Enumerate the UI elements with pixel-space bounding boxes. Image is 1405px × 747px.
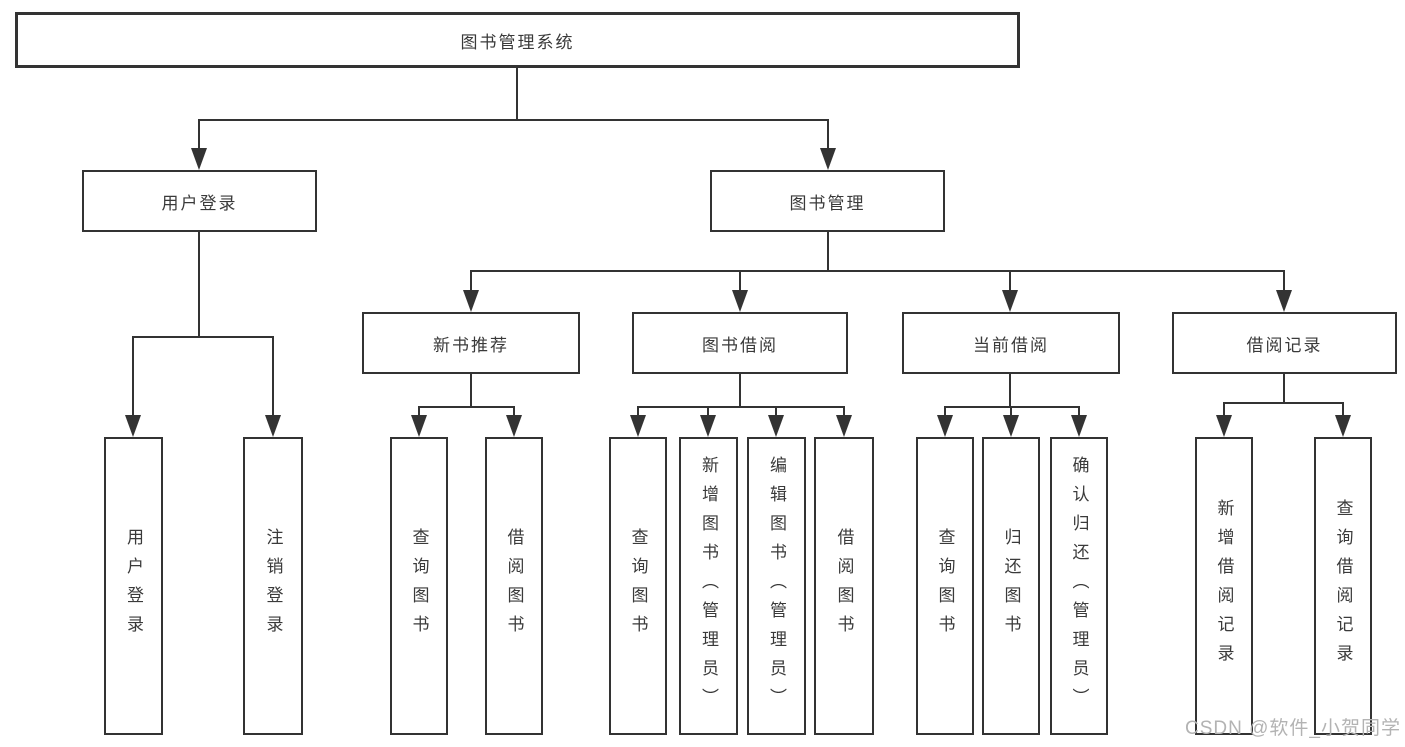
node-label: 查询图书 — [409, 528, 429, 644]
arrow-down-icon — [411, 415, 427, 437]
node-label: 用户登录 — [124, 528, 143, 644]
leaf-logout: 注销登录 — [243, 437, 303, 735]
connector-line — [470, 270, 1284, 272]
leaf-query-books-recommendation: 查询图书 — [390, 437, 448, 735]
node-label: 用户登录 — [161, 193, 238, 213]
leaf-add-books-admin: 新增图书（管理员） — [679, 437, 738, 735]
connector-line — [272, 336, 274, 418]
connector-line — [470, 374, 472, 407]
node-borrowing-records: 借阅记录 — [1172, 312, 1397, 374]
connector-line — [198, 119, 828, 121]
connector-line — [1223, 402, 1344, 404]
arrow-down-icon — [191, 148, 207, 170]
leaf-borrow-books-recommendation: 借阅图书 — [485, 437, 543, 735]
node-label: 图书管理系统 — [460, 32, 575, 52]
node-label: 归还图书 — [1001, 528, 1021, 644]
leaf-query-borrow-record: 查询借阅记录 — [1314, 437, 1372, 735]
connector-line — [1283, 374, 1285, 404]
connector-line — [944, 406, 1080, 408]
arrow-down-icon — [836, 415, 852, 437]
leaf-user-login: 用户登录 — [104, 437, 163, 735]
connector-line — [132, 336, 273, 338]
leaf-query-books-borrowing: 查询图书 — [609, 437, 667, 735]
arrow-down-icon — [768, 415, 784, 437]
arrow-down-icon — [1335, 415, 1351, 437]
leaf-borrow-books: 借阅图书 — [814, 437, 874, 735]
node-label: 编辑图书（管理员） — [767, 455, 786, 717]
connector-line — [418, 406, 515, 408]
connector-line — [1342, 402, 1344, 418]
connector-line — [739, 270, 741, 294]
leaf-add-borrow-record: 新增借阅记录 — [1195, 437, 1253, 735]
leaf-return-books: 归还图书 — [982, 437, 1040, 735]
connector-line — [513, 406, 515, 418]
node-new-book-recommendation: 新书推荐 — [362, 312, 580, 374]
connector-line — [827, 232, 829, 272]
leaf-confirm-return-admin: 确认归还（管理员） — [1050, 437, 1108, 735]
connector-line — [843, 406, 845, 418]
node-label: 查询图书 — [935, 528, 955, 644]
connector-line — [637, 406, 845, 408]
node-label: 注销登录 — [263, 528, 283, 644]
connector-line — [944, 406, 946, 418]
arrow-down-icon — [125, 415, 141, 437]
arrow-down-icon — [1276, 290, 1292, 312]
connector-line — [707, 406, 709, 418]
arrow-down-icon — [506, 415, 522, 437]
connector-line — [418, 406, 420, 418]
arrow-down-icon — [630, 415, 646, 437]
connector-line — [637, 406, 639, 418]
node-label: 新增借阅记录 — [1214, 499, 1234, 673]
connector-line — [827, 119, 829, 151]
node-user-login: 用户登录 — [82, 170, 317, 232]
connector-line — [132, 336, 134, 418]
connector-line — [470, 270, 472, 294]
arrow-down-icon — [937, 415, 953, 437]
connector-line — [1009, 374, 1011, 407]
arrow-down-icon — [1216, 415, 1232, 437]
arrow-down-icon — [700, 415, 716, 437]
connector-line — [1009, 270, 1011, 294]
leaf-edit-books-admin: 编辑图书（管理员） — [747, 437, 806, 735]
arrow-down-icon — [820, 148, 836, 170]
node-label: 图书管理 — [789, 193, 866, 213]
node-label: 当前借阅 — [973, 335, 1049, 355]
arrow-down-icon — [463, 290, 479, 312]
node-book-borrowing: 图书借阅 — [632, 312, 848, 374]
connector-line — [516, 68, 518, 120]
connector-line — [198, 119, 200, 151]
node-current-borrowing: 当前借阅 — [902, 312, 1120, 374]
connector-line — [739, 374, 741, 407]
node-library-management-system: 图书管理系统 — [15, 12, 1020, 68]
arrow-down-icon — [1002, 290, 1018, 312]
node-label: 查询图书 — [628, 528, 648, 644]
node-label: 查询借阅记录 — [1333, 499, 1353, 673]
node-label: 新增图书（管理员） — [699, 455, 718, 717]
arrow-down-icon — [265, 415, 281, 437]
node-label: 借阅图书 — [504, 528, 524, 644]
connector-line — [1078, 406, 1080, 418]
connector-line — [775, 406, 777, 418]
arrow-down-icon — [1003, 415, 1019, 437]
arrow-down-icon — [732, 290, 748, 312]
leaf-query-books-current: 查询图书 — [916, 437, 974, 735]
connector-line — [1283, 270, 1285, 294]
node-label: 借阅记录 — [1246, 335, 1323, 355]
node-label: 图书借阅 — [702, 335, 778, 355]
arrow-down-icon — [1071, 415, 1087, 437]
node-label: 新书推荐 — [433, 335, 509, 355]
node-label: 确认归还（管理员） — [1069, 455, 1089, 717]
connector-line — [1223, 402, 1225, 418]
connector-line — [198, 232, 200, 338]
node-label: 借阅图书 — [834, 528, 854, 644]
connector-line — [1010, 406, 1012, 418]
node-book-management: 图书管理 — [710, 170, 945, 232]
